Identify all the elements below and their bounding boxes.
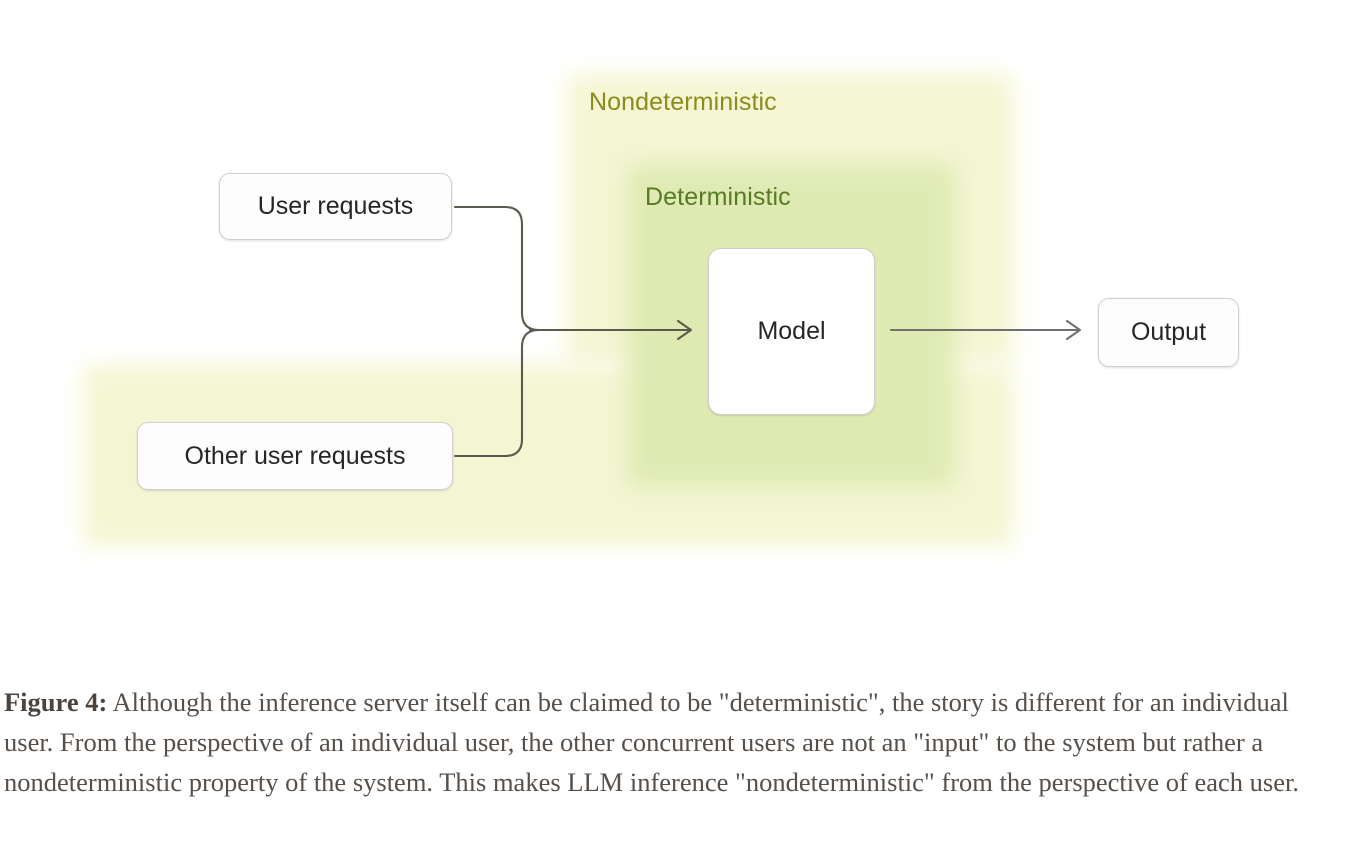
region-label-deterministic: Deterministic bbox=[645, 183, 791, 211]
node-user-requests[interactable]: User requests bbox=[219, 173, 452, 240]
node-model-label: Model bbox=[757, 317, 826, 345]
node-other-user-requests-label: Other user requests bbox=[184, 441, 406, 470]
arrowhead-to-output bbox=[1065, 319, 1082, 341]
node-output[interactable]: Output bbox=[1098, 298, 1239, 367]
figure-diagram: Nondeterministic Deterministic User requ… bbox=[83, 74, 1239, 546]
node-user-requests-label: User requests bbox=[257, 192, 414, 220]
figure-caption: Figure 4: Although the inference server … bbox=[4, 682, 1336, 802]
node-model[interactable]: Model bbox=[708, 248, 875, 415]
node-output-label: Output bbox=[1130, 318, 1207, 346]
connector-user-requests-to-model bbox=[453, 205, 541, 332]
figure-caption-label: Figure 4: bbox=[4, 686, 108, 717]
node-other-user-requests[interactable]: Other user requests bbox=[137, 422, 453, 490]
region-label-nondeterministic: Nondeterministic bbox=[589, 88, 777, 116]
figure-caption-text: Although the inference server itself can… bbox=[4, 686, 1299, 797]
